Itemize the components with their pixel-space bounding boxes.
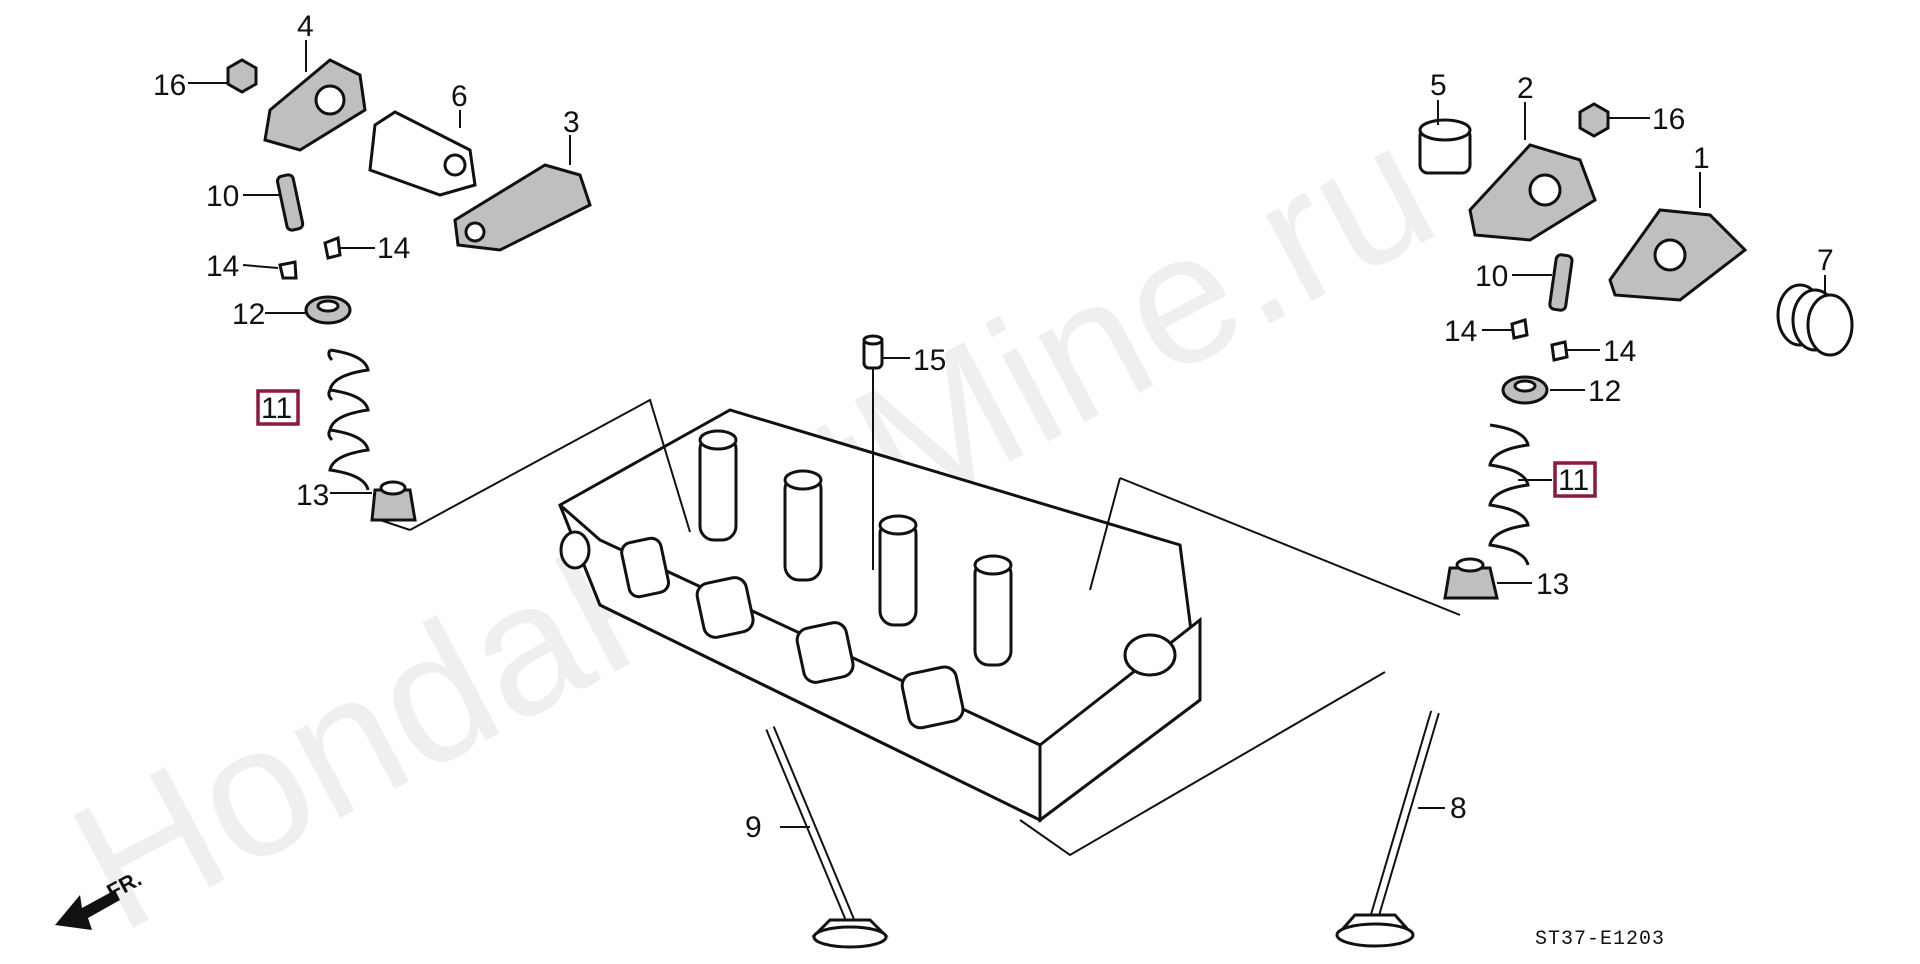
dowel-pin-15[interactable] xyxy=(862,334,884,370)
spring-7[interactable] xyxy=(1776,283,1854,357)
valve-stem-seal-13-left[interactable] xyxy=(370,480,417,522)
callout-14-right-a[interactable]: 14 xyxy=(1444,315,1477,348)
callout-14-left-a[interactable]: 14 xyxy=(377,232,410,265)
callout-2[interactable]: 2 xyxy=(1517,72,1534,105)
callout-8[interactable]: 8 xyxy=(1450,792,1467,825)
spring-retainer-12-right[interactable] xyxy=(1501,375,1549,405)
highlight-box-11-right xyxy=(1553,461,1597,498)
callout-line-right-box xyxy=(1119,477,1461,616)
callout-15[interactable]: 15 xyxy=(913,344,946,377)
highlight-box-11-left xyxy=(256,389,300,426)
callout-3[interactable]: 3 xyxy=(563,106,580,139)
valve-spring-11-right[interactable] xyxy=(1488,423,1530,566)
cylinder-head[interactable] xyxy=(558,408,1202,823)
callout-line-left-box xyxy=(409,398,691,533)
lock-nut-16-right[interactable] xyxy=(1578,102,1610,138)
spring-retainer-12-left[interactable] xyxy=(304,295,352,325)
keeper-14-left-b[interactable] xyxy=(278,260,298,280)
callout-12-left[interactable]: 12 xyxy=(232,298,265,331)
callout-4[interactable]: 4 xyxy=(297,10,314,43)
leader-lines xyxy=(188,40,1826,828)
drawing-code: ST37-E1203 xyxy=(1535,928,1665,951)
callout-line-bottom-box xyxy=(1019,671,1386,857)
callout-12-right[interactable]: 12 xyxy=(1588,375,1621,408)
rocker-shaft-collar-5[interactable] xyxy=(1418,118,1472,175)
callout-10-right[interactable]: 10 xyxy=(1475,260,1508,293)
keeper-14-left-a[interactable] xyxy=(323,235,342,260)
callout-10-left[interactable]: 10 xyxy=(206,180,239,213)
rocker-arm-4[interactable] xyxy=(263,58,367,152)
intake-valve-8[interactable] xyxy=(1335,710,1440,948)
callout-line-13-left xyxy=(379,519,411,531)
callout-16-left[interactable]: 16 xyxy=(153,69,186,102)
callout-16-right[interactable]: 16 xyxy=(1652,103,1685,136)
callout-11-right[interactable]: 11 xyxy=(1558,464,1589,497)
callout-7[interactable]: 7 xyxy=(1817,244,1834,277)
valve-stem-seal-13-right[interactable] xyxy=(1443,557,1499,600)
callout-1[interactable]: 1 xyxy=(1693,142,1710,175)
callout-9[interactable]: 9 xyxy=(745,811,762,844)
adjusting-screw-10-right[interactable] xyxy=(1548,253,1574,312)
exhaust-valve-9[interactable] xyxy=(765,726,889,949)
adjusting-screw-10-left[interactable] xyxy=(275,173,305,232)
rocker-arm-6[interactable] xyxy=(368,110,477,197)
callout-14-left-b[interactable]: 14 xyxy=(206,250,239,283)
callout-6[interactable]: 6 xyxy=(451,80,468,113)
callout-14-right-b[interactable]: 14 xyxy=(1603,335,1636,368)
callout-line-right-box-b xyxy=(1089,477,1121,591)
valve-spring-11-left[interactable] xyxy=(327,348,370,491)
rocker-arm-2[interactable] xyxy=(1468,143,1597,242)
rocker-arm-3[interactable] xyxy=(453,163,592,252)
callout-13-right[interactable]: 13 xyxy=(1536,568,1569,601)
lock-nut-16-left[interactable] xyxy=(226,58,258,94)
rocker-arm-1[interactable] xyxy=(1608,208,1748,302)
keeper-14-right-b[interactable] xyxy=(1550,340,1569,362)
callout-13-left[interactable]: 13 xyxy=(296,479,329,512)
keeper-14-right-a[interactable] xyxy=(1510,318,1529,340)
callout-5[interactable]: 5 xyxy=(1430,69,1447,102)
callout-11-left[interactable]: 11 xyxy=(261,392,292,425)
